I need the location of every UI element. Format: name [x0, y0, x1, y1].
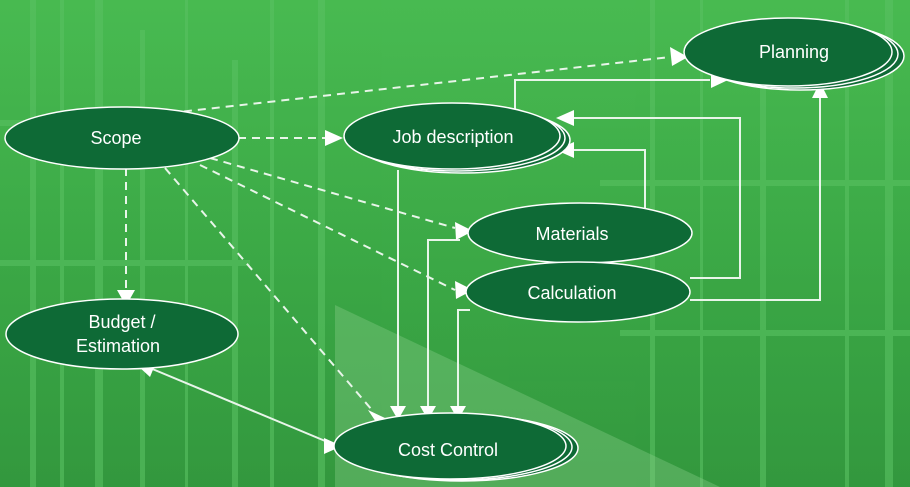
connector-calculation-planning: [690, 88, 821, 301]
arrowhead-job-right-top: [556, 110, 574, 126]
node-materials[interactable]: Materials: [467, 202, 693, 264]
connector-materials-job: [568, 149, 646, 210]
connector-scope-cost-control: [164, 167, 373, 411]
node-cost-control-label: Cost Control: [398, 440, 498, 460]
arrowhead-calculation: [455, 281, 473, 299]
node-budget-estimation[interactable]: Budget / Estimation: [5, 298, 239, 370]
node-cost-control[interactable]: Cost Control: [333, 412, 579, 482]
arrowhead-materials: [455, 222, 473, 240]
node-budget-label-line2: Estimation: [76, 336, 160, 356]
node-planning-label: Planning: [759, 42, 829, 62]
node-calculation-label: Calculation: [527, 283, 616, 303]
connector-calculation-cost-control: [457, 309, 470, 408]
node-scope[interactable]: Scope: [4, 106, 240, 170]
node-calculation[interactable]: Calculation: [465, 261, 691, 323]
arrowhead-budget: [117, 290, 135, 306]
node-planning[interactable]: Planning: [683, 17, 905, 91]
node-scope-label: Scope: [90, 128, 141, 148]
node-job-description-label: Job description: [392, 127, 513, 147]
connector-calculation-job: [568, 117, 741, 279]
connectors: [125, 56, 821, 444]
node-job-description[interactable]: Job description: [343, 102, 571, 174]
connector-job-planning: [514, 79, 710, 118]
arrowhead-cost-2: [390, 406, 406, 420]
node-materials-label: Materials: [535, 224, 608, 244]
connector-scope-calculation: [199, 164, 456, 291]
arrowhead-planning: [670, 47, 688, 66]
arrowhead-job-left: [325, 130, 343, 146]
connector-scope-materials: [209, 157, 456, 229]
connector-budget-cost-control: [149, 367, 331, 444]
connector-materials-cost-control: [427, 239, 460, 408]
node-budget-label-line1: Budget /: [88, 312, 155, 332]
arrowhead-cost-left: [324, 438, 342, 454]
